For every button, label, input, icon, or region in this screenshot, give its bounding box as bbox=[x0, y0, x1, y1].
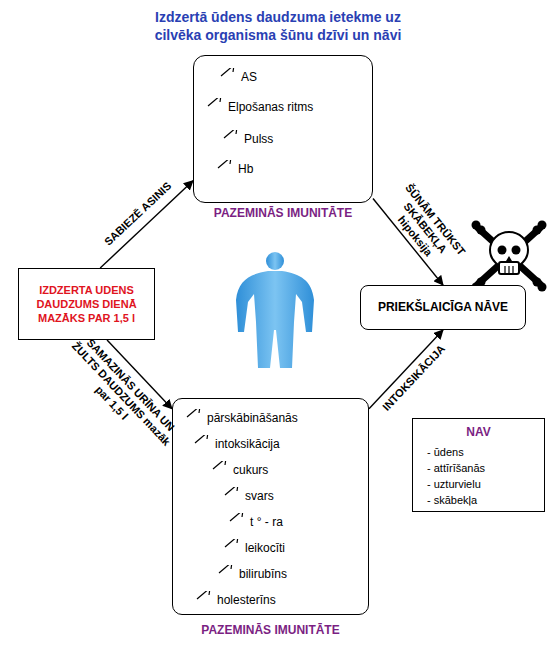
list-item: - uzturvielu bbox=[427, 477, 481, 491]
process-box: pārskābināšanās intoksikācija cukurs svars t… bbox=[172, 398, 369, 615]
edge-label: SABIEZĒ ASINIS bbox=[86, 165, 190, 263]
skull-symbol bbox=[472, 221, 547, 292]
box-heading: NAV bbox=[413, 425, 544, 439]
box-text: PRIEKŠLAICĪGA NĀVE bbox=[370, 300, 516, 315]
list-item: - ūdens bbox=[427, 445, 464, 459]
human-figure bbox=[236, 252, 314, 368]
list-item: - skābekļa bbox=[427, 493, 477, 507]
edge-label: INTOKSIKĀCIJA bbox=[372, 334, 457, 423]
edge-label: ŠŪNĀM TRŪKST SKĀBEKĻA hipoksija bbox=[375, 173, 475, 283]
indicator-item: cukurs bbox=[211, 461, 268, 479]
indicator-item: Elpošanas ritms bbox=[206, 98, 313, 116]
indicator-item: leikocīti bbox=[223, 539, 285, 557]
diagram-title: Izdzertā ūdens daudzuma ietekme uz cilvē… bbox=[113, 8, 443, 44]
process-box: PRIEKŠLAICĪGA NĀVE bbox=[360, 285, 526, 330]
indicator-item: svars bbox=[223, 487, 274, 505]
indicator-item: intoksikācija bbox=[193, 435, 280, 453]
edge-label: SAMAZINĀS URĪNA UN ŽULTS DAUDZUMS mazāk … bbox=[55, 326, 186, 462]
indicator-item: Hb bbox=[216, 160, 253, 178]
indicator-item: pārskābināšanās bbox=[185, 409, 298, 427]
process-box: ASElpošanas ritmsPulssHbPAZEMINĀS IMUNIT… bbox=[193, 55, 373, 203]
process-box: IZDZERTA UDENS DAUDZUMS DIENĀ MAZĀKS PAR… bbox=[18, 268, 155, 340]
indicator-item: AS bbox=[219, 68, 257, 86]
box-text: IZDZERTA UDENS DAUDZUMS DIENĀ MAZĀKS PAR… bbox=[19, 283, 154, 325]
connector-arrow bbox=[100, 181, 193, 268]
list-item: - attīrīšanās bbox=[427, 461, 485, 475]
process-box: NAV - ūdens - attīrīšanās - uzturvielu - skā… bbox=[412, 418, 545, 512]
indicator-item: bilirubīns bbox=[217, 565, 287, 583]
indicator-item: Pulss bbox=[222, 130, 273, 148]
indicator-item: holesterīns bbox=[195, 591, 276, 609]
connector-arrow bbox=[369, 330, 443, 409]
indicator-item: t ° - ra bbox=[228, 513, 283, 531]
box-caption: PAZEMINĀS IMUNITĀTE bbox=[164, 206, 402, 220]
box-caption: PAZEMINĀS IMUNITĀTE bbox=[143, 623, 398, 637]
